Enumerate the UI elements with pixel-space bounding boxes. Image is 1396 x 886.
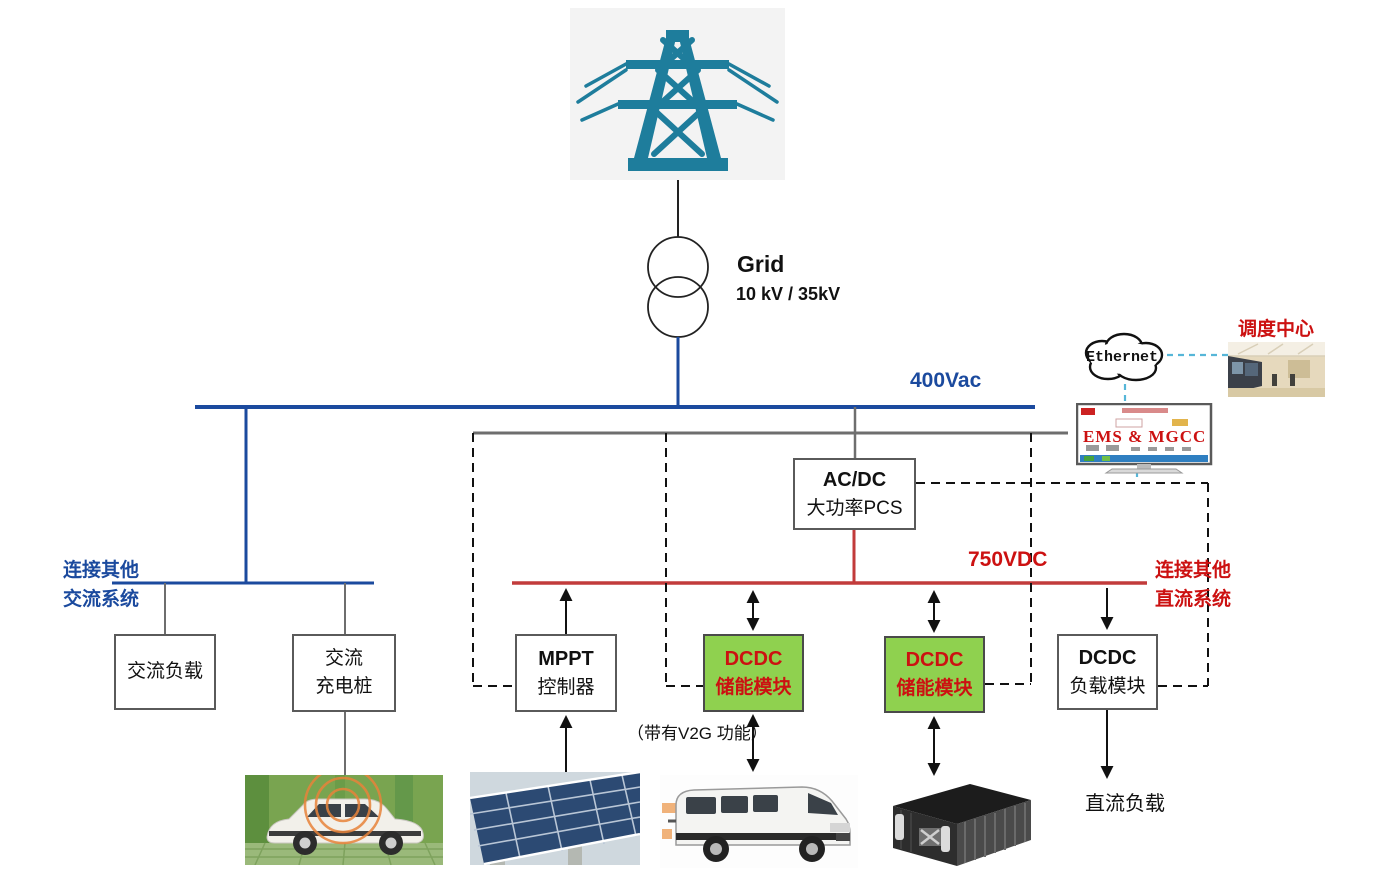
dcdc-storage1-line2: 储能模块 — [715, 676, 792, 698]
ac-load-box: 交流负载 — [114, 634, 216, 710]
ethernet-label: Ethernet — [1086, 349, 1159, 366]
ems-monitor-icon: EMS & MGCC — [1075, 402, 1214, 477]
ethernet-cloud-icon: Ethernet — [1078, 331, 1170, 387]
dc-bus-label: 750VDC — [968, 548, 1048, 571]
acdc-pcs-line1: AC/DC — [822, 468, 887, 491]
dcdc-load-module-box: DCDC 负载模块 — [1057, 634, 1158, 710]
ac-bus-lines — [112, 337, 1035, 585]
ac-side-note-line1: 连接其他 — [63, 560, 140, 581]
dcdc-load-line2: 负载模块 — [1069, 675, 1146, 697]
dcdc-load-line1: DCDC — [1078, 646, 1137, 669]
acdc-pcs-box: AC/DC 大功率PCS — [793, 458, 916, 530]
ac-side-note-line2: 交流系统 — [63, 588, 140, 610]
v2g-note: （带有V2G 功能） — [627, 724, 768, 743]
comm-dashed-lines — [472, 433, 1209, 687]
power-flow-arrows — [559, 588, 1114, 779]
ac-charger-line1: 交流 — [324, 648, 363, 670]
dc-load-label: 直流负载 — [1085, 793, 1165, 815]
dcdc-storage2-line1: DCDC — [905, 649, 964, 672]
dcdc-storage2-line2: 储能模块 — [896, 678, 973, 700]
ac-bus-label: 400Vac — [910, 369, 982, 392]
dispatch-center-label: 调度中心 — [1238, 319, 1315, 340]
gray-connectors — [164, 407, 1068, 775]
ems-label: EMS & MGCC — [1083, 427, 1207, 446]
ac-side-note: 连接其他 交流系统 — [63, 557, 139, 614]
dc-bus-lines — [512, 530, 1147, 585]
transformer-symbol — [647, 236, 709, 338]
dcdc-storage1-line1: DCDC — [724, 647, 783, 670]
mppt-line2: 控制器 — [537, 676, 595, 698]
grid-voltage-label: 10 kV / 35kV — [736, 284, 841, 304]
ev-car-photo — [245, 765, 443, 866]
dc-side-note-line2: 直流系统 — [1155, 588, 1232, 610]
mppt-box: MPPT 控制器 — [515, 634, 617, 712]
ac-charger-line2: 充电桩 — [315, 676, 373, 697]
dcdc-storage-box-1: DCDC 储能模块 — [703, 634, 804, 712]
solar-panel-photo — [469, 770, 641, 866]
acdc-pcs-line2: 大功率PCS — [806, 497, 903, 519]
dispatch-center-photo — [1228, 342, 1325, 397]
transmission-tower-icon — [570, 8, 785, 180]
battery-pack-photo — [875, 780, 1035, 868]
mppt-line1: MPPT — [538, 647, 594, 670]
dc-side-note: 连接其他 直流系统 — [1155, 557, 1231, 614]
grid-label: Grid — [737, 251, 785, 277]
dc-side-note-line1: 连接其他 — [1155, 560, 1232, 581]
ev-van-photo — [660, 775, 858, 868]
ac-charger-box: 交流 充电桩 — [292, 634, 396, 712]
dcdc-storage-box-2: DCDC 储能模块 — [884, 636, 985, 713]
ac-load-label: 交流负载 — [126, 661, 203, 683]
